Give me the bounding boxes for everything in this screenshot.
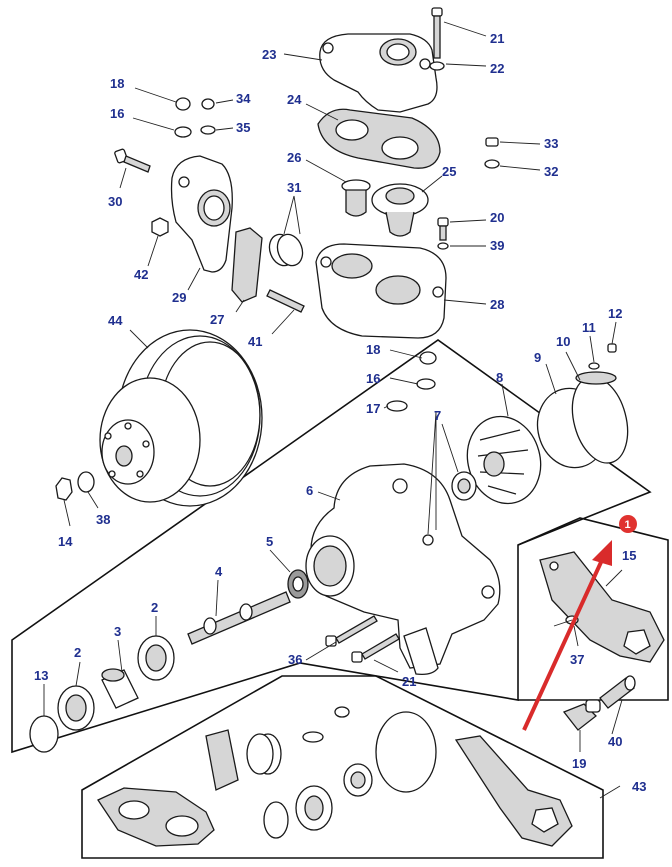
badge-number: 1 bbox=[625, 519, 631, 531]
kit-frame-43 bbox=[81, 675, 604, 859]
callout-42: 42 bbox=[134, 267, 148, 282]
callout-9: 9 bbox=[534, 350, 541, 365]
callout-32: 32 bbox=[544, 164, 558, 179]
callout-29: 29 bbox=[172, 290, 186, 305]
seal-7 bbox=[451, 471, 477, 501]
callout-19: 19 bbox=[572, 756, 586, 771]
callout-6: 6 bbox=[306, 483, 313, 498]
callout-16-top: 16 bbox=[110, 106, 124, 121]
callout-26: 26 bbox=[287, 150, 301, 165]
callout-17: 17 bbox=[366, 401, 380, 416]
pipe-40 bbox=[599, 675, 636, 709]
gasket-15 bbox=[539, 551, 665, 663]
callout-30: 30 bbox=[108, 194, 122, 209]
callout-43: 43 bbox=[632, 779, 646, 794]
screw-12-washer-11 bbox=[588, 343, 617, 370]
gasket-24 bbox=[317, 108, 441, 169]
callout-31: 31 bbox=[287, 180, 301, 195]
cover-10 bbox=[571, 371, 629, 464]
callout-8: 8 bbox=[496, 370, 503, 385]
callout-38: 38 bbox=[96, 512, 110, 527]
oring-17 bbox=[386, 400, 408, 412]
red-pointer-arrow bbox=[522, 540, 612, 731]
circlip-13 bbox=[29, 715, 59, 753]
badge-marker: 1 bbox=[619, 515, 637, 533]
callout-10: 10 bbox=[556, 334, 570, 349]
callout-27: 27 bbox=[210, 312, 224, 327]
gasket-27 bbox=[231, 227, 263, 303]
bolt-21-top bbox=[431, 7, 443, 59]
callout-11: 11 bbox=[582, 320, 596, 335]
bearing-2-right bbox=[137, 635, 175, 681]
leader-lines bbox=[43, 21, 623, 799]
thermostat-cover-23 bbox=[319, 33, 438, 113]
callout-33: 33 bbox=[544, 136, 558, 151]
nut-42 bbox=[151, 217, 169, 237]
callout-41: 41 bbox=[248, 334, 262, 349]
callout-28: 28 bbox=[490, 297, 504, 312]
callout-35: 35 bbox=[236, 120, 250, 135]
callout-40: 40 bbox=[608, 734, 622, 749]
callout-21-top: 21 bbox=[490, 31, 504, 46]
bolt-30 bbox=[114, 148, 151, 173]
impeller-8 bbox=[466, 415, 542, 505]
callout-37: 37 bbox=[570, 652, 584, 667]
pulley-44 bbox=[99, 329, 263, 507]
pump-body-6 bbox=[305, 463, 501, 676]
orings-31 bbox=[268, 233, 304, 267]
callout-12: 12 bbox=[608, 306, 622, 321]
spacer-3 bbox=[101, 668, 139, 709]
callout-5: 5 bbox=[266, 534, 273, 549]
callout-4: 4 bbox=[215, 564, 223, 579]
callout-39: 39 bbox=[490, 238, 504, 253]
callout-36: 36 bbox=[288, 652, 302, 667]
callout-20: 20 bbox=[490, 210, 504, 225]
callout-22: 22 bbox=[490, 61, 504, 76]
stud-41 bbox=[266, 289, 305, 313]
callout-44: 44 bbox=[108, 313, 123, 328]
kit-43-parts bbox=[97, 706, 573, 847]
callout-16-pump: 16 bbox=[366, 371, 380, 386]
callout-labels: 21 22 23 24 18 34 16 35 33 32 26 25 30 3… bbox=[34, 31, 646, 794]
thermostat-housing-28 bbox=[315, 243, 447, 339]
callout-21-pump: 21 bbox=[402, 674, 416, 689]
fitting-19 bbox=[562, 699, 601, 731]
shaft-4 bbox=[187, 591, 291, 645]
elbow-29 bbox=[170, 155, 233, 273]
callout-2-left: 2 bbox=[74, 645, 81, 660]
washer-22 bbox=[429, 61, 445, 71]
callout-24: 24 bbox=[287, 92, 302, 107]
thermostat-25 bbox=[371, 183, 429, 237]
callout-7: 7 bbox=[434, 408, 441, 423]
callout-18-pump: 18 bbox=[366, 342, 380, 357]
callout-18-top: 18 bbox=[110, 76, 124, 91]
nut-14-washer-38 bbox=[55, 471, 95, 501]
callout-34: 34 bbox=[236, 91, 251, 106]
callout-13: 13 bbox=[34, 668, 48, 683]
bolts-36-21 bbox=[325, 615, 400, 663]
thermostat-26 bbox=[341, 179, 371, 217]
callout-3: 3 bbox=[114, 624, 121, 639]
callout-14: 14 bbox=[58, 534, 73, 549]
plug-18-washer-16 bbox=[174, 97, 216, 138]
plug-18-washer-16-pump bbox=[416, 351, 437, 390]
callout-2-right: 2 bbox=[151, 600, 158, 615]
sender-20 bbox=[437, 217, 449, 250]
callout-15: 15 bbox=[622, 548, 636, 563]
callout-25: 25 bbox=[442, 164, 456, 179]
seal-5 bbox=[287, 569, 309, 599]
bearing-2-left bbox=[57, 685, 95, 731]
screw-33 bbox=[484, 137, 500, 169]
callout-23: 23 bbox=[262, 47, 276, 62]
